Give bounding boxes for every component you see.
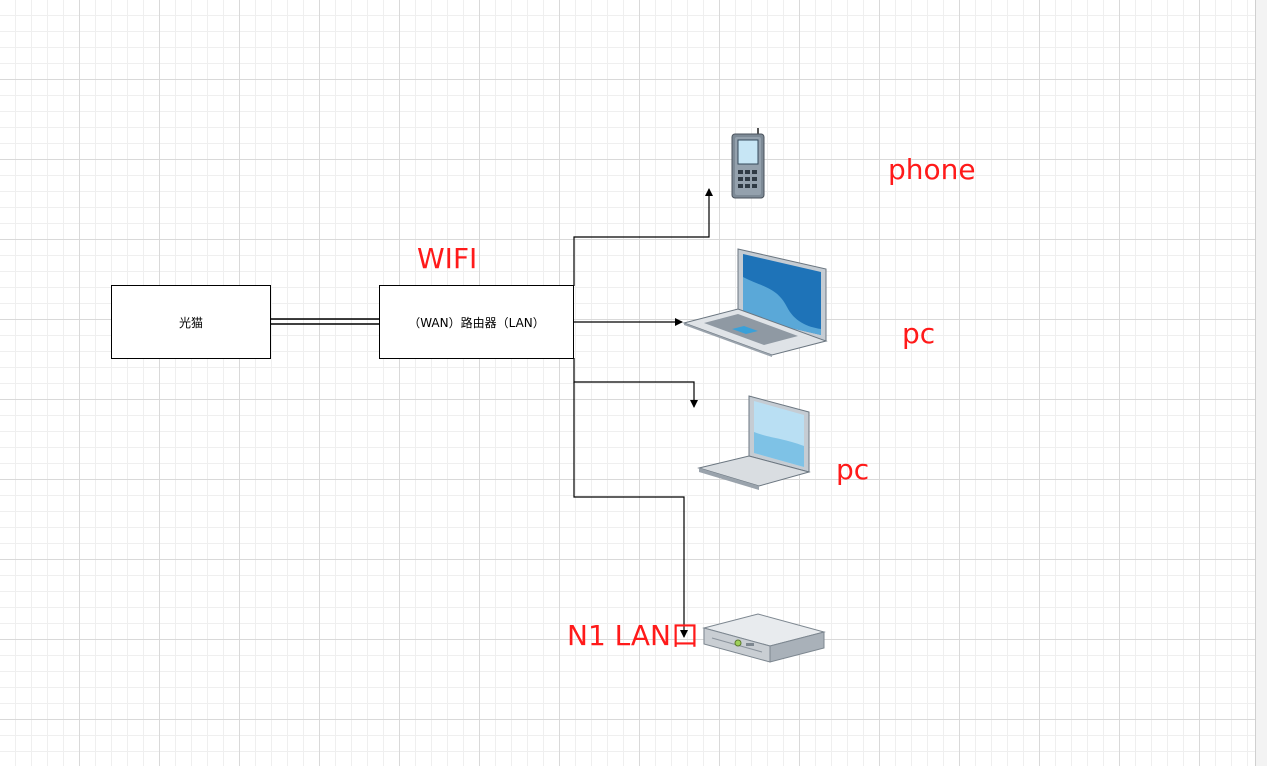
router-label: （WAN）路由器（LAN） — [408, 315, 545, 330]
modem-label: 光猫 — [178, 315, 203, 330]
vertical-scrollbar[interactable] — [1255, 0, 1267, 766]
router-phone-connector[interactable] — [573, 188, 713, 286]
pc1-label[interactable]: pc — [902, 317, 936, 350]
mobile-phone-icon[interactable] — [728, 126, 768, 200]
wifi-label[interactable]: WIFI — [417, 242, 478, 275]
router-n1-connector[interactable] — [573, 382, 688, 638]
n1-lan-label[interactable]: N1 LAN口 — [567, 619, 700, 652]
server-box-icon[interactable] — [700, 610, 828, 666]
laptop-icon[interactable] — [682, 247, 828, 357]
small-laptop-icon[interactable] — [697, 394, 811, 492]
router-node[interactable]: （WAN）路由器（LAN） — [379, 285, 574, 359]
pc2-label[interactable]: pc — [836, 453, 870, 486]
modem-node[interactable]: 光猫 — [111, 285, 271, 359]
phone-label[interactable]: phone — [888, 153, 976, 186]
router-pc2-connector[interactable] — [573, 358, 698, 408]
